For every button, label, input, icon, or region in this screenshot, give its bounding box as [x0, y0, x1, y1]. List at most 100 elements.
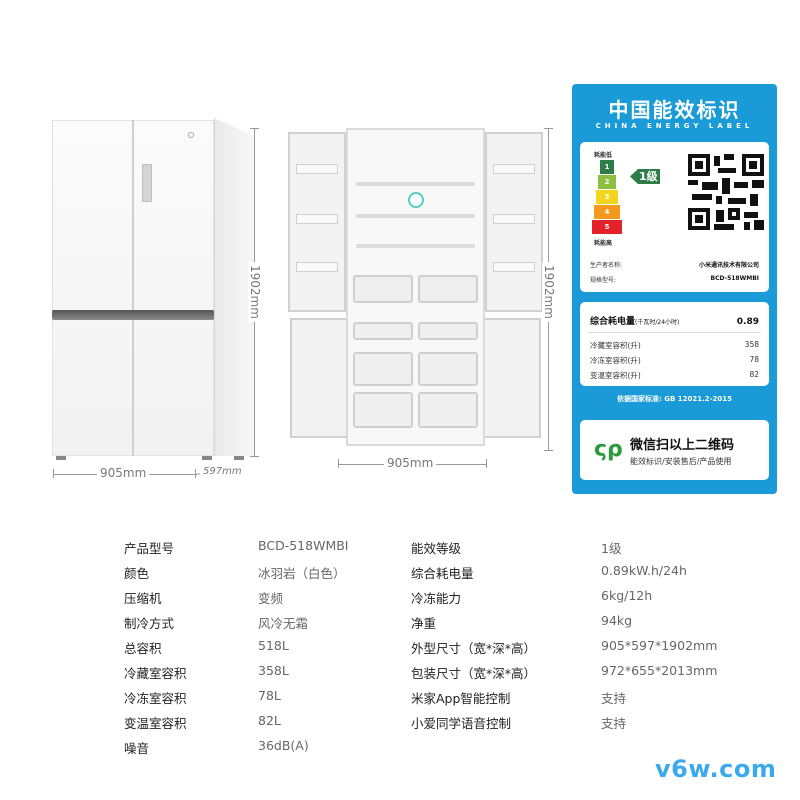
spec-value: 6kg/12h — [601, 588, 653, 603]
drawer — [418, 322, 478, 340]
spec-value: 82L — [258, 713, 281, 728]
volume-label: 变温室容积(升) — [590, 371, 641, 380]
crisper-drawer — [353, 275, 413, 303]
grade-indicator-tag: 1级 — [630, 169, 660, 184]
brand-logo-icon — [188, 132, 194, 138]
high-consumption-label: 耗能高 — [594, 240, 613, 247]
divider — [588, 332, 761, 333]
volume-row: 冷藏室容积(升) 358 — [590, 340, 759, 351]
grade-bar-1: 1 — [600, 160, 614, 174]
spec-key: 净重 — [411, 616, 437, 631]
model-value: BCD-518WMBI — [710, 275, 759, 282]
spec-key: 压缩机 — [124, 591, 162, 606]
height-dimension-label: 1902mm — [542, 262, 556, 322]
volume-row: 变温室容积(升) 82 — [590, 370, 759, 381]
label-subtitle: CHINA ENERGY LABEL — [595, 122, 754, 130]
low-consumption-label: 耗能低 — [594, 152, 613, 159]
watermark: v6w.com — [655, 755, 777, 783]
door-split — [132, 120, 134, 456]
spec-value: 支持 — [601, 691, 627, 706]
dim-tick — [338, 459, 339, 468]
spec-key: 产品型号 — [124, 541, 175, 556]
shelf — [356, 182, 475, 186]
energy-saving-logo-icon: ςρ — [594, 437, 623, 462]
scan-title: 微信扫以上二维码 — [630, 438, 735, 453]
manufacturer-value: 小米通讯技术有限公司 — [698, 262, 759, 269]
manufacturer-label: 生产者名称: — [590, 262, 623, 269]
manufacturer-row: 生产者名称: 小米通讯技术有限公司 — [590, 260, 759, 269]
spec-key: 能效等级 — [411, 541, 462, 556]
drawer — [353, 322, 413, 340]
fridge-open-image — [288, 128, 543, 448]
drawer — [353, 392, 413, 428]
spec-value: 支持 — [601, 716, 627, 731]
fridge-closed-image — [52, 112, 254, 462]
crisper-drawer — [418, 275, 478, 303]
spec-key: 制冷方式 — [124, 616, 175, 631]
consumption-label: 综合耗电量 — [590, 317, 636, 327]
spec-value: 风冷无霜 — [258, 616, 309, 631]
spec-value: 冰羽岩（白色） — [258, 566, 346, 581]
spec-key: 冷冻能力 — [411, 591, 462, 606]
door-bin — [296, 164, 338, 174]
consumption-row: 综合耗电量(千瓦时/24小时) 0.89 — [590, 314, 759, 327]
drawer — [418, 352, 478, 386]
fridge-foot — [202, 456, 212, 460]
consumption-card: 综合耗电量(千瓦时/24小时) 0.89 冷藏室容积(升) 358 冷冻室容积(… — [580, 302, 769, 386]
dim-tick — [544, 450, 553, 451]
shelf — [356, 214, 475, 218]
spec-key: 冷冻室容积 — [124, 691, 187, 706]
shelf — [356, 244, 475, 248]
qr-code-icon — [688, 154, 764, 230]
spec-key: 变温室容积 — [124, 716, 187, 731]
volume-value: 78 — [749, 355, 759, 364]
fridge-interior — [346, 128, 485, 446]
spec-key: 外型尺寸（宽*深*高） — [411, 641, 537, 656]
consumption-value: 0.89 — [736, 317, 759, 327]
drawer — [418, 392, 478, 428]
spec-value: 972*655*2013mm — [601, 663, 718, 678]
volume-row: 冷冻室容积(升) 78 — [590, 355, 759, 366]
spec-value: 905*597*1902mm — [601, 638, 718, 653]
volume-label: 冷藏室容积(升) — [590, 341, 641, 350]
grade-card: 耗能低 1 2 3 4 5 耗能高 1级 — [580, 142, 769, 292]
spec-value: 36dB(A) — [258, 738, 309, 753]
volume-label: 冷冻室容积(升) — [590, 356, 641, 365]
left-lower-door — [290, 318, 348, 438]
spec-key: 颜色 — [124, 566, 150, 581]
spec-value: BCD-518WMBI — [258, 538, 349, 553]
fridge-side-panel — [214, 118, 254, 456]
label-title: 中国能效标识 — [608, 98, 741, 122]
door-bin — [296, 262, 338, 272]
depth-dimension-label: 597mm — [200, 466, 245, 477]
width-dimension-label: 905mm — [384, 456, 437, 470]
spec-value: 358L — [258, 663, 289, 678]
spec-key: 包装尺寸（宽*深*高） — [411, 666, 537, 681]
fridge-handle-bar — [52, 310, 214, 320]
national-standard: 依据国家标准: GB 12021.2-2015 — [616, 395, 733, 403]
spec-key: 小爱同学语音控制 — [411, 716, 512, 731]
door-bin — [296, 214, 338, 224]
scan-card: ςρ 微信扫以上二维码 能效标识/安装售后/产品使用 — [580, 420, 769, 480]
grade-bar-2: 2 — [598, 175, 616, 189]
width-dimension-label: 905mm — [97, 466, 150, 480]
grade-bar-5: 5 — [592, 220, 622, 234]
dim-tick — [250, 456, 259, 457]
door-bin — [493, 214, 535, 224]
volume-value: 82 — [749, 370, 759, 379]
spec-key: 总容积 — [124, 641, 162, 656]
spec-key: 综合耗电量 — [411, 566, 474, 581]
spec-key: 噪音 — [124, 741, 150, 756]
sensor-badge-icon — [408, 192, 424, 208]
volume-value: 358 — [744, 340, 759, 349]
right-upper-door — [485, 132, 543, 312]
right-lower-door — [483, 318, 541, 438]
door-bin — [493, 164, 535, 174]
spec-key: 米家App智能控制 — [411, 691, 511, 706]
scan-subtitle: 能效标识/安装售后/产品使用 — [630, 457, 732, 466]
fridge-foot — [234, 456, 244, 460]
dim-tick — [486, 459, 487, 468]
height-dimension-label: 1902mm — [248, 262, 262, 322]
consumption-unit: (千瓦时/24小时) — [635, 319, 680, 326]
grade-bar-3: 3 — [596, 190, 618, 204]
